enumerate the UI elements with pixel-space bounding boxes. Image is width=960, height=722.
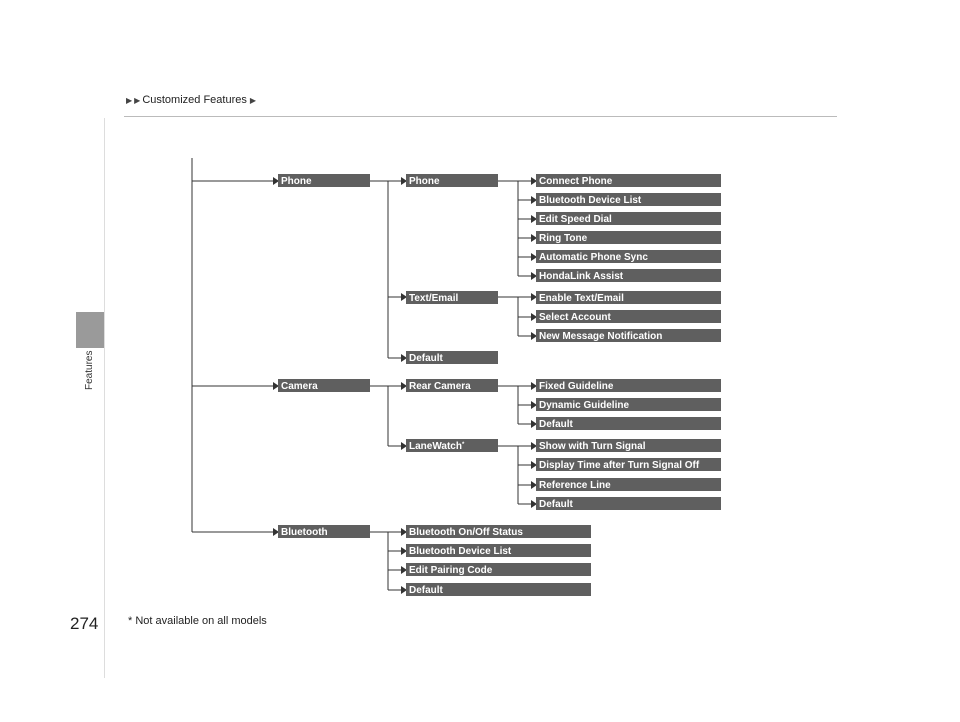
svg-text:Camera: Camera xyxy=(281,381,318,392)
svg-text:Bluetooth: Bluetooth xyxy=(281,527,328,538)
header-divider xyxy=(124,116,837,117)
svg-text:Display Time after Turn Signal: Display Time after Turn Signal Off xyxy=(539,460,700,471)
menu-node-bluetooth: Bluetooth xyxy=(278,525,370,538)
menu-node-enable-text-email: Enable Text/Email xyxy=(536,291,721,304)
svg-text:Dynamic Guideline: Dynamic Guideline xyxy=(539,400,629,411)
svg-text:Connect Phone: Connect Phone xyxy=(539,176,613,187)
svg-text:New Message Notification: New Message Notification xyxy=(539,331,662,342)
menu-node-new-message-notification: New Message Notification xyxy=(536,329,721,342)
svg-text:Ring Tone: Ring Tone xyxy=(539,233,588,244)
menu-node-camera: Camera xyxy=(278,379,370,392)
triangle-right-icon: ▶ xyxy=(134,95,141,105)
svg-text:Bluetooth Device List: Bluetooth Device List xyxy=(409,546,512,557)
triangle-right-icon: ▶ xyxy=(126,95,133,105)
svg-text:Default: Default xyxy=(539,499,574,510)
svg-text:Phone: Phone xyxy=(281,176,312,187)
menu-node-fixed-guideline: Fixed Guideline xyxy=(536,379,721,392)
svg-text:Automatic Phone Sync: Automatic Phone Sync xyxy=(539,252,648,263)
svg-text:Edit Pairing Code: Edit Pairing Code xyxy=(409,565,493,576)
svg-text:Reference Line: Reference Line xyxy=(539,480,611,491)
menu-node-lanewatch-default: Default xyxy=(536,497,721,510)
menu-node-rear-camera: Rear Camera xyxy=(406,379,498,392)
menu-node-hondalink-assist: HondaLink Assist xyxy=(536,269,721,282)
svg-text:Bluetooth On/Off Status: Bluetooth On/Off Status xyxy=(409,527,523,538)
svg-text:HondaLink Assist: HondaLink Assist xyxy=(539,271,624,282)
menu-node-bluetooth-onoff-status: Bluetooth On/Off Status xyxy=(406,525,591,538)
breadcrumb-label: Customized Features xyxy=(142,94,247,106)
svg-text:Rear Camera: Rear Camera xyxy=(409,381,471,392)
menu-node-connect-phone: Connect Phone xyxy=(536,174,721,187)
menu-node-bluetooth-device-list: Bluetooth Device List xyxy=(536,193,721,206)
breadcrumb: ▶ ▶ Customized Features ▶ xyxy=(126,94,256,106)
side-divider xyxy=(104,118,105,678)
menu-node-edit-pairing-code: Edit Pairing Code xyxy=(406,563,591,576)
menu-node-reference-line: Reference Line xyxy=(536,478,721,491)
menu-node-automatic-phone-sync: Automatic Phone Sync xyxy=(536,250,721,263)
menu-node-dynamic-guideline: Dynamic Guideline xyxy=(536,398,721,411)
svg-text:Enable Text/Email: Enable Text/Email xyxy=(539,293,624,304)
menu-node-rear-camera-default: Default xyxy=(536,417,721,430)
svg-text:Default: Default xyxy=(409,585,444,596)
menu-node-ring-tone: Ring Tone xyxy=(536,231,721,244)
menu-node-bluetooth-default: Default xyxy=(406,583,591,596)
svg-text:Fixed Guideline: Fixed Guideline xyxy=(539,381,614,392)
menu-node-phone: Phone xyxy=(278,174,370,187)
section-tab xyxy=(76,312,104,348)
menu-node-lanewatch: LaneWatch* xyxy=(406,439,498,452)
svg-text:Select Account: Select Account xyxy=(539,312,612,323)
menu-node-show-with-turn-signal: Show with Turn Signal xyxy=(536,439,721,452)
svg-text:Edit Speed Dial: Edit Speed Dial xyxy=(539,214,612,225)
menu-node-phone-default: Default xyxy=(406,351,498,364)
svg-text:Show with Turn Signal: Show with Turn Signal xyxy=(539,441,646,452)
menu-node-bt-device-list: Bluetooth Device List xyxy=(406,544,591,557)
menu-node-display-time: Display Time after Turn Signal Off xyxy=(536,458,721,471)
svg-text:Default: Default xyxy=(539,419,574,430)
page-number: 274 xyxy=(70,614,99,633)
menu-node-phone-sub: Phone xyxy=(406,174,498,187)
svg-text:LaneWatch*: LaneWatch* xyxy=(409,441,465,452)
menu-node-text-email: Text/Email xyxy=(406,291,498,304)
triangle-right-icon: ▶ xyxy=(249,95,257,105)
svg-text:Text/Email: Text/Email xyxy=(409,293,458,304)
menu-node-edit-speed-dial: Edit Speed Dial xyxy=(536,212,721,225)
svg-text:Phone: Phone xyxy=(409,176,440,187)
menu-node-select-account: Select Account xyxy=(536,310,721,323)
svg-text:Default: Default xyxy=(409,353,444,364)
footnote: * Not available on all models xyxy=(128,615,267,627)
svg-text:Bluetooth Device List: Bluetooth Device List xyxy=(539,195,642,206)
